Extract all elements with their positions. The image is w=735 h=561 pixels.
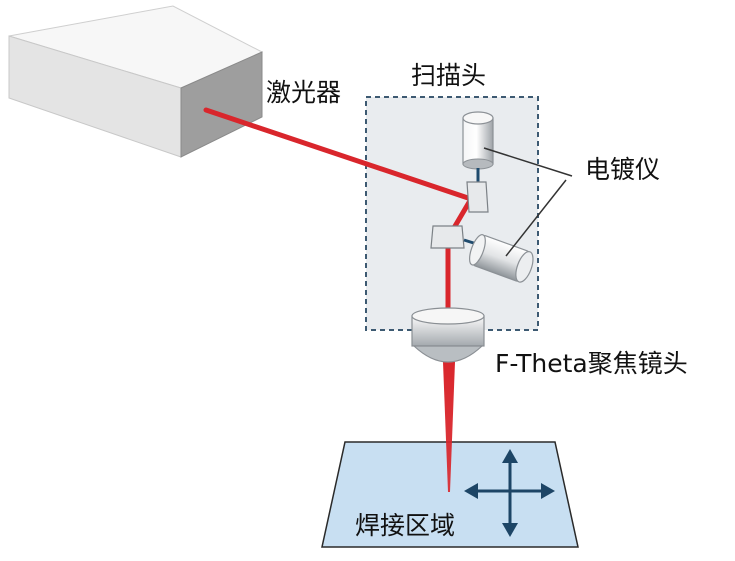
scan-head-frame (365, 96, 539, 331)
label-laser: 激光器 (266, 78, 341, 107)
laser-beam-1 (203, 107, 474, 202)
f-theta-lens (411, 307, 485, 363)
galvo-mirror-1 (466, 181, 489, 213)
four-way-arrow-icon (464, 449, 555, 537)
label-scan-head: 扫描头 (411, 61, 486, 90)
laser-box (8, 5, 264, 158)
galvo-leader-1 (483, 147, 573, 177)
galvo-motor-2 (468, 234, 534, 283)
galvo-motor-1 (462, 111, 494, 182)
laser-beam-focused (443, 362, 455, 492)
label-f-theta-lens: F-Theta聚焦镜头 (495, 349, 688, 378)
galvo-leader-2 (505, 179, 567, 257)
label-weld-area: 焊接区域 (355, 511, 455, 540)
galvo-mirror-2 (430, 225, 465, 249)
laser-box-side (180, 51, 263, 158)
label-galvo: 电镀仪 (585, 155, 660, 184)
weld-area-plate (321, 441, 579, 548)
